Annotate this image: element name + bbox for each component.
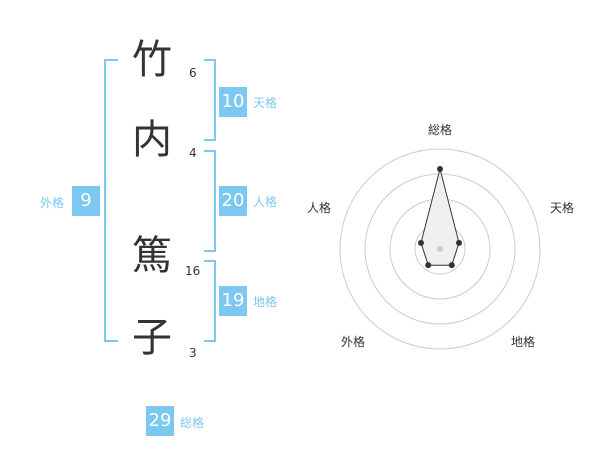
jinkaku-bracket	[204, 150, 216, 252]
stroke-count-4: 3	[189, 346, 197, 360]
gaikaku-label: 外格	[40, 196, 65, 210]
tenkaku-value: 10	[219, 87, 247, 117]
radar-point-5	[417, 239, 424, 246]
radar-point-4	[425, 262, 432, 269]
stroke-count-2: 4	[189, 146, 197, 160]
gaikaku-bracket	[104, 59, 118, 342]
chikaku-label: 地格	[253, 295, 278, 309]
radar-axis-label-5: 人格	[307, 201, 332, 215]
radar-center-dot	[437, 246, 443, 252]
stroke-count-3: 16	[185, 264, 201, 278]
radar-point-3	[448, 262, 455, 269]
name-char-3: 篤	[132, 233, 172, 279]
chikaku-bracket	[204, 260, 216, 342]
stroke-count-1: 6	[189, 66, 197, 80]
radar-point-2	[456, 239, 463, 246]
radar-ring	[339, 148, 541, 350]
radar-point-1	[437, 166, 443, 172]
radar-axis-label-2: 天格	[550, 201, 575, 215]
radar-area	[420, 168, 460, 266]
soukaku-value: 29	[146, 406, 174, 436]
name-char-4: 子	[132, 315, 172, 361]
name-char-1: 竹	[132, 37, 172, 83]
chikaku-value: 19	[219, 286, 247, 316]
gaikaku-value: 9	[72, 186, 100, 216]
tenkaku-label: 天格	[253, 96, 278, 110]
jinkaku-label: 人格	[253, 195, 278, 209]
jinkaku-value: 20	[219, 186, 247, 216]
radar-points	[417, 166, 463, 269]
soukaku-label: 総格	[180, 416, 205, 430]
tenkaku-bracket	[204, 59, 216, 141]
radar-axis-label-4: 外格	[341, 335, 366, 349]
radar-axis-label-3: 地格	[511, 335, 536, 349]
radar-axis-label-1: 総格	[428, 123, 453, 137]
name-char-2: 内	[132, 117, 172, 163]
